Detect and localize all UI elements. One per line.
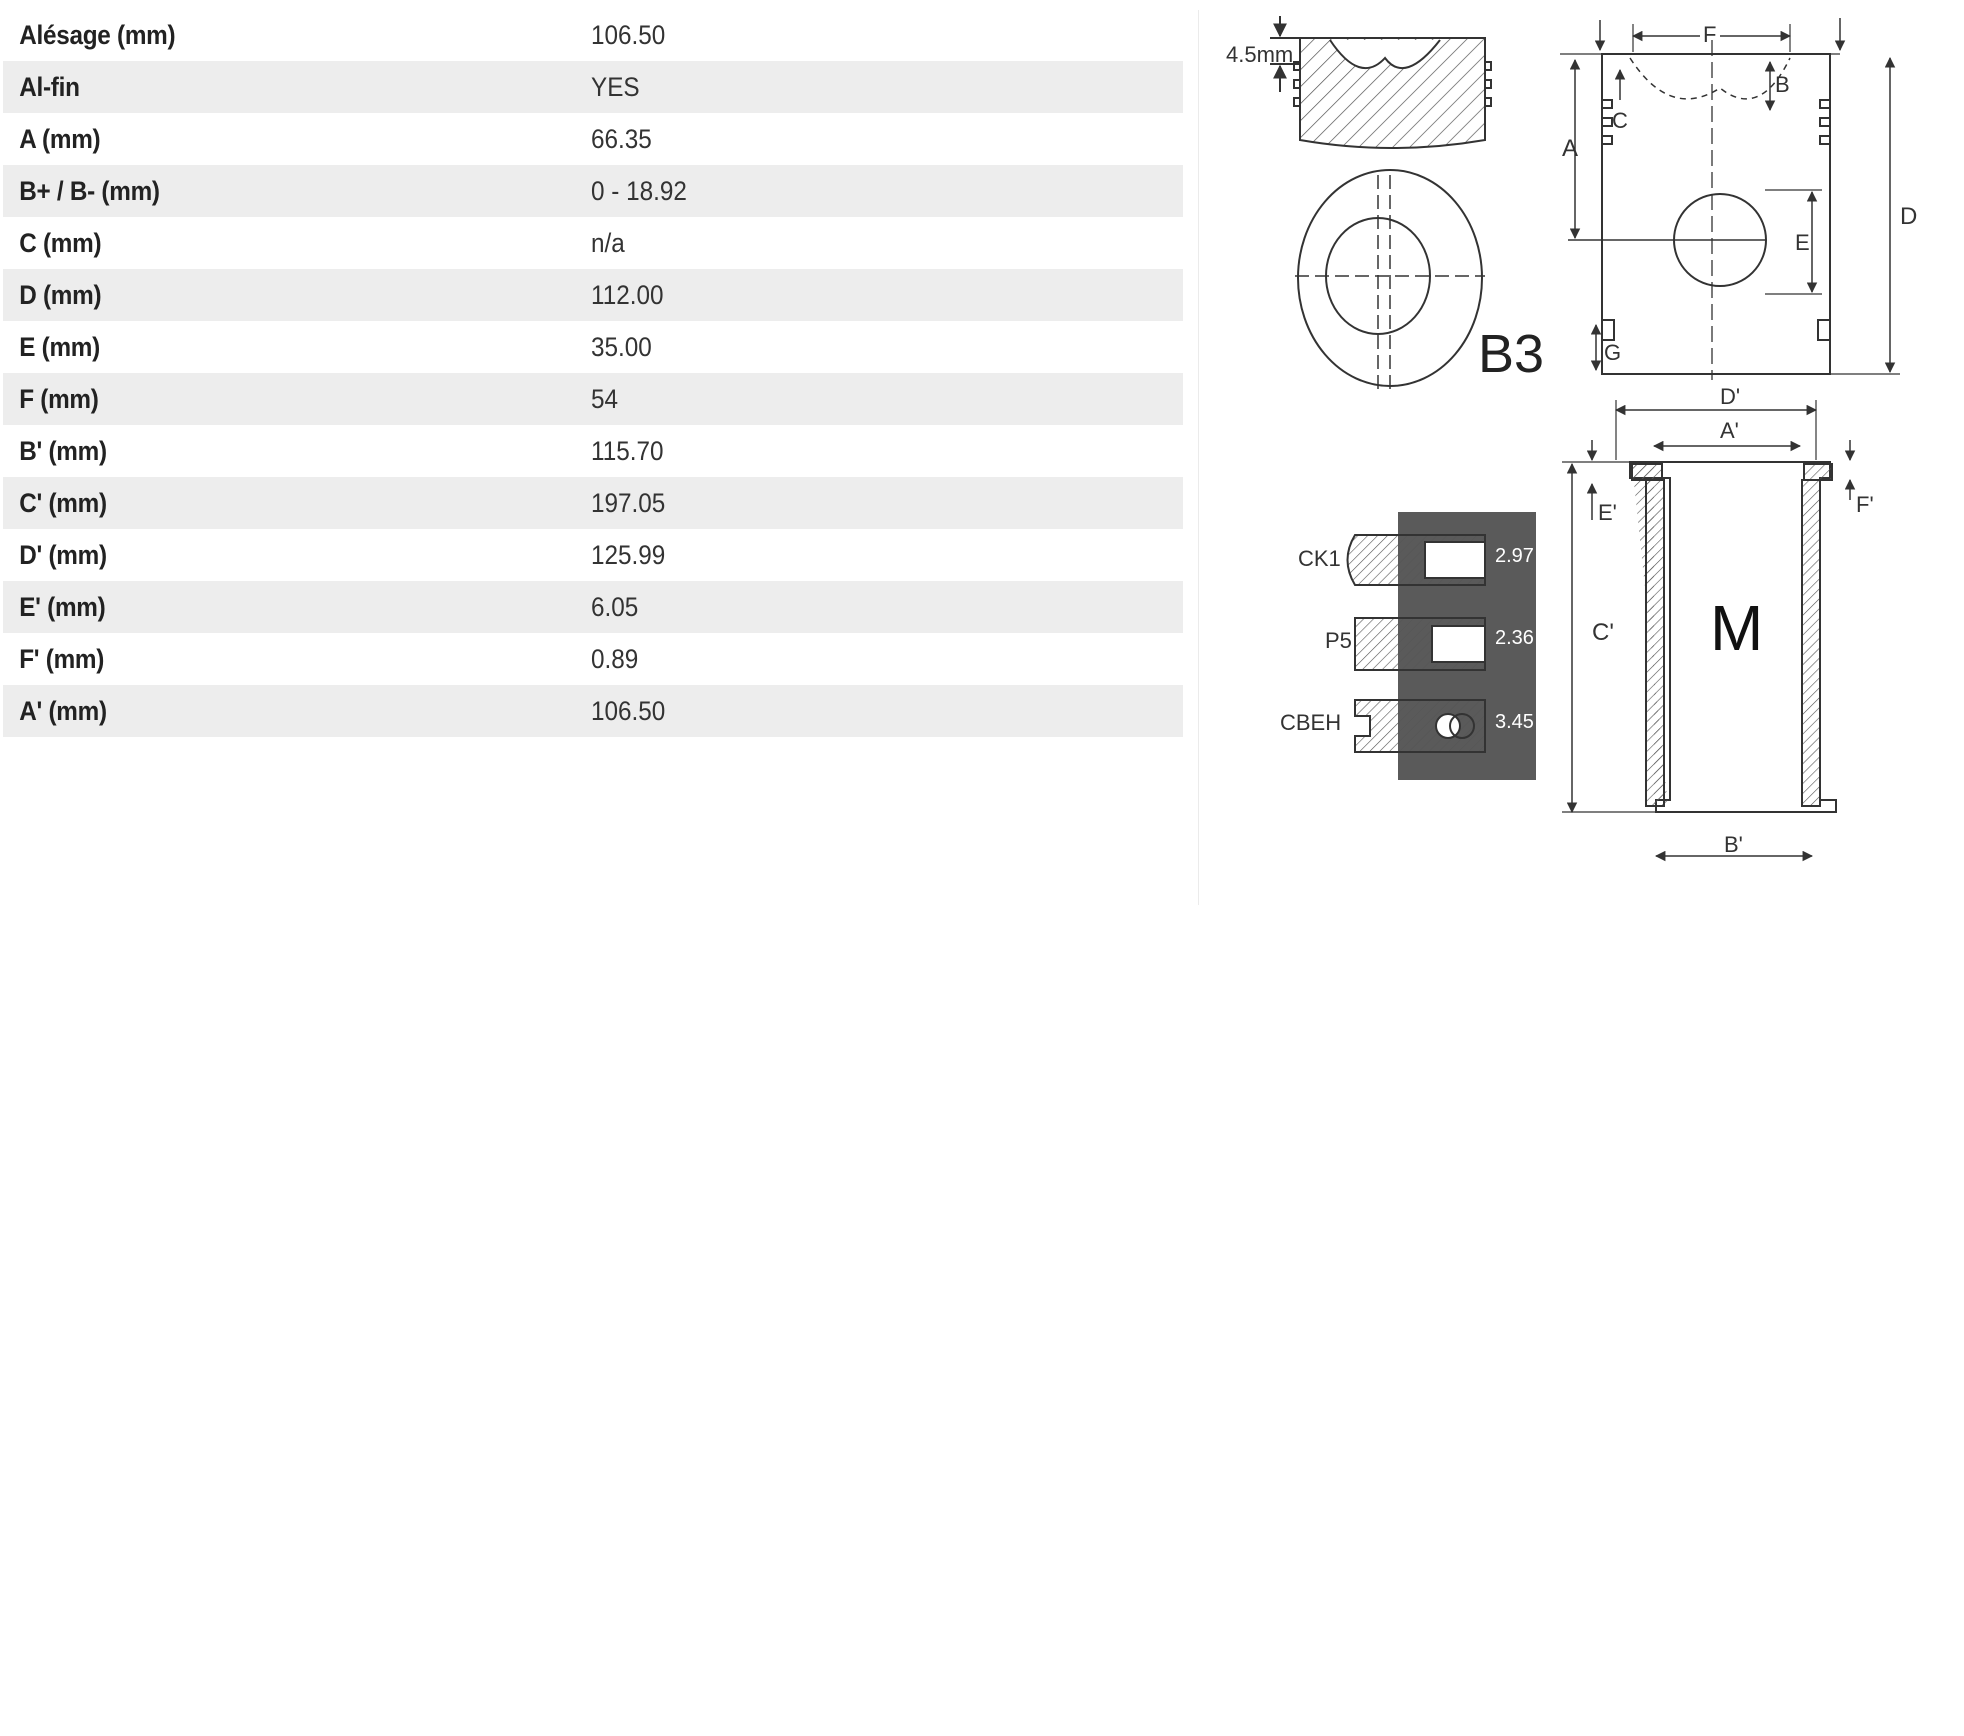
spec-label: A' (mm) xyxy=(19,695,107,726)
dim-label-e-prime: E' xyxy=(1598,500,1617,525)
diagram-svg: 4.5mm B3 A B C D E xyxy=(1226,16,1917,862)
spec-label: D (mm) xyxy=(19,279,102,310)
piston-elevation xyxy=(1560,18,1900,380)
spec-row: B+ / B- (mm) 0 - 18.92 xyxy=(3,165,1183,217)
spec-label: F (mm) xyxy=(19,383,99,414)
spec-table: Alésage (mm) 106.50 Al-fin YES A (mm) 66.35… xyxy=(3,9,1183,737)
spec-label: Al-fin xyxy=(19,71,80,102)
spec-value: 66.35 xyxy=(591,123,652,154)
liner-code: M xyxy=(1710,592,1763,664)
cylinder-liner xyxy=(1562,400,1856,862)
spec-row: F (mm) 54 xyxy=(3,373,1183,425)
spec-value: 125.99 xyxy=(591,539,666,570)
piston-code: B3 xyxy=(1478,324,1544,384)
dim-label-f-prime: F' xyxy=(1856,492,1874,517)
column-divider xyxy=(1198,10,1199,905)
piston-section xyxy=(1270,16,1492,149)
spec-row: B' (mm) 115.70 xyxy=(3,425,1183,477)
ring-name: CK1 xyxy=(1298,546,1341,571)
dim-label-g: G xyxy=(1604,340,1621,365)
spec-value: 54 xyxy=(591,383,619,414)
technical-diagram: 4.5mm B3 A B C D E xyxy=(1200,0,1964,900)
spec-label: E (mm) xyxy=(19,331,100,362)
dim-label-b-prime: B' xyxy=(1724,832,1743,857)
spec-value: 106.50 xyxy=(591,695,666,726)
dim-label-f: F xyxy=(1703,22,1716,47)
spec-value: 0.89 xyxy=(591,643,639,674)
spec-value: 6.05 xyxy=(591,591,639,622)
dim-label-d-prime: D' xyxy=(1720,384,1740,409)
dim-label-e: E xyxy=(1795,230,1810,255)
spec-row: Al-fin YES xyxy=(3,61,1183,113)
spec-value: 112.00 xyxy=(591,279,664,310)
spec-row: A (mm) 66.35 xyxy=(3,113,1183,165)
spec-row: C' (mm) 197.05 xyxy=(3,477,1183,529)
spec-row: F' (mm) 0.89 xyxy=(3,633,1183,685)
spec-label: F' (mm) xyxy=(19,643,105,674)
spec-row: D (mm) 112.00 xyxy=(3,269,1183,321)
spec-label: B+ / B- (mm) xyxy=(19,175,160,206)
ring-ck1 xyxy=(1346,534,1486,586)
ring-name: CBEH xyxy=(1280,710,1341,735)
spec-value: YES xyxy=(591,71,640,102)
ring-cbeh xyxy=(1354,699,1486,753)
spec-row: E' (mm) 6.05 xyxy=(3,581,1183,633)
spec-label: C' (mm) xyxy=(19,487,107,518)
dim-label-c-prime: C' xyxy=(1592,619,1614,646)
spec-row: Alésage (mm) 106.50 xyxy=(3,9,1183,61)
spec-label: A (mm) xyxy=(19,123,101,154)
spec-value: 0 - 18.92 xyxy=(591,175,687,206)
spec-value: n/a xyxy=(591,227,625,258)
spec-label: C (mm) xyxy=(19,227,102,258)
piston-top-view xyxy=(1295,169,1485,390)
spec-label: Alésage (mm) xyxy=(19,19,176,50)
spec-row: A' (mm) 106.50 xyxy=(3,685,1183,737)
ring-name: P5 xyxy=(1325,628,1352,653)
spec-label: B' (mm) xyxy=(19,435,107,466)
dim-label-a: A xyxy=(1562,135,1578,162)
ring-value: 2.97 xyxy=(1495,545,1534,567)
ring-value: 2.36 xyxy=(1495,627,1534,649)
spec-value: 197.05 xyxy=(591,487,666,518)
ring-p5 xyxy=(1354,617,1486,671)
dim-label-d: D xyxy=(1900,203,1917,230)
dim-label-c: C xyxy=(1612,108,1628,133)
spec-label: E' (mm) xyxy=(19,591,106,622)
spec-label: D' (mm) xyxy=(19,539,107,570)
spec-row: C (mm) n/a xyxy=(3,217,1183,269)
spec-value: 115.70 xyxy=(591,435,664,466)
spec-value: 35.00 xyxy=(591,331,652,362)
dim-label-b: B xyxy=(1775,72,1790,97)
spec-row: E (mm) 35.00 xyxy=(3,321,1183,373)
dim-label-a-prime: A' xyxy=(1720,418,1739,443)
spec-row: D' (mm) 125.99 xyxy=(3,529,1183,581)
piston-offset-label: 4.5mm xyxy=(1226,42,1293,67)
ring-value: 3.45 xyxy=(1495,711,1534,733)
spec-value: 106.50 xyxy=(591,19,666,50)
